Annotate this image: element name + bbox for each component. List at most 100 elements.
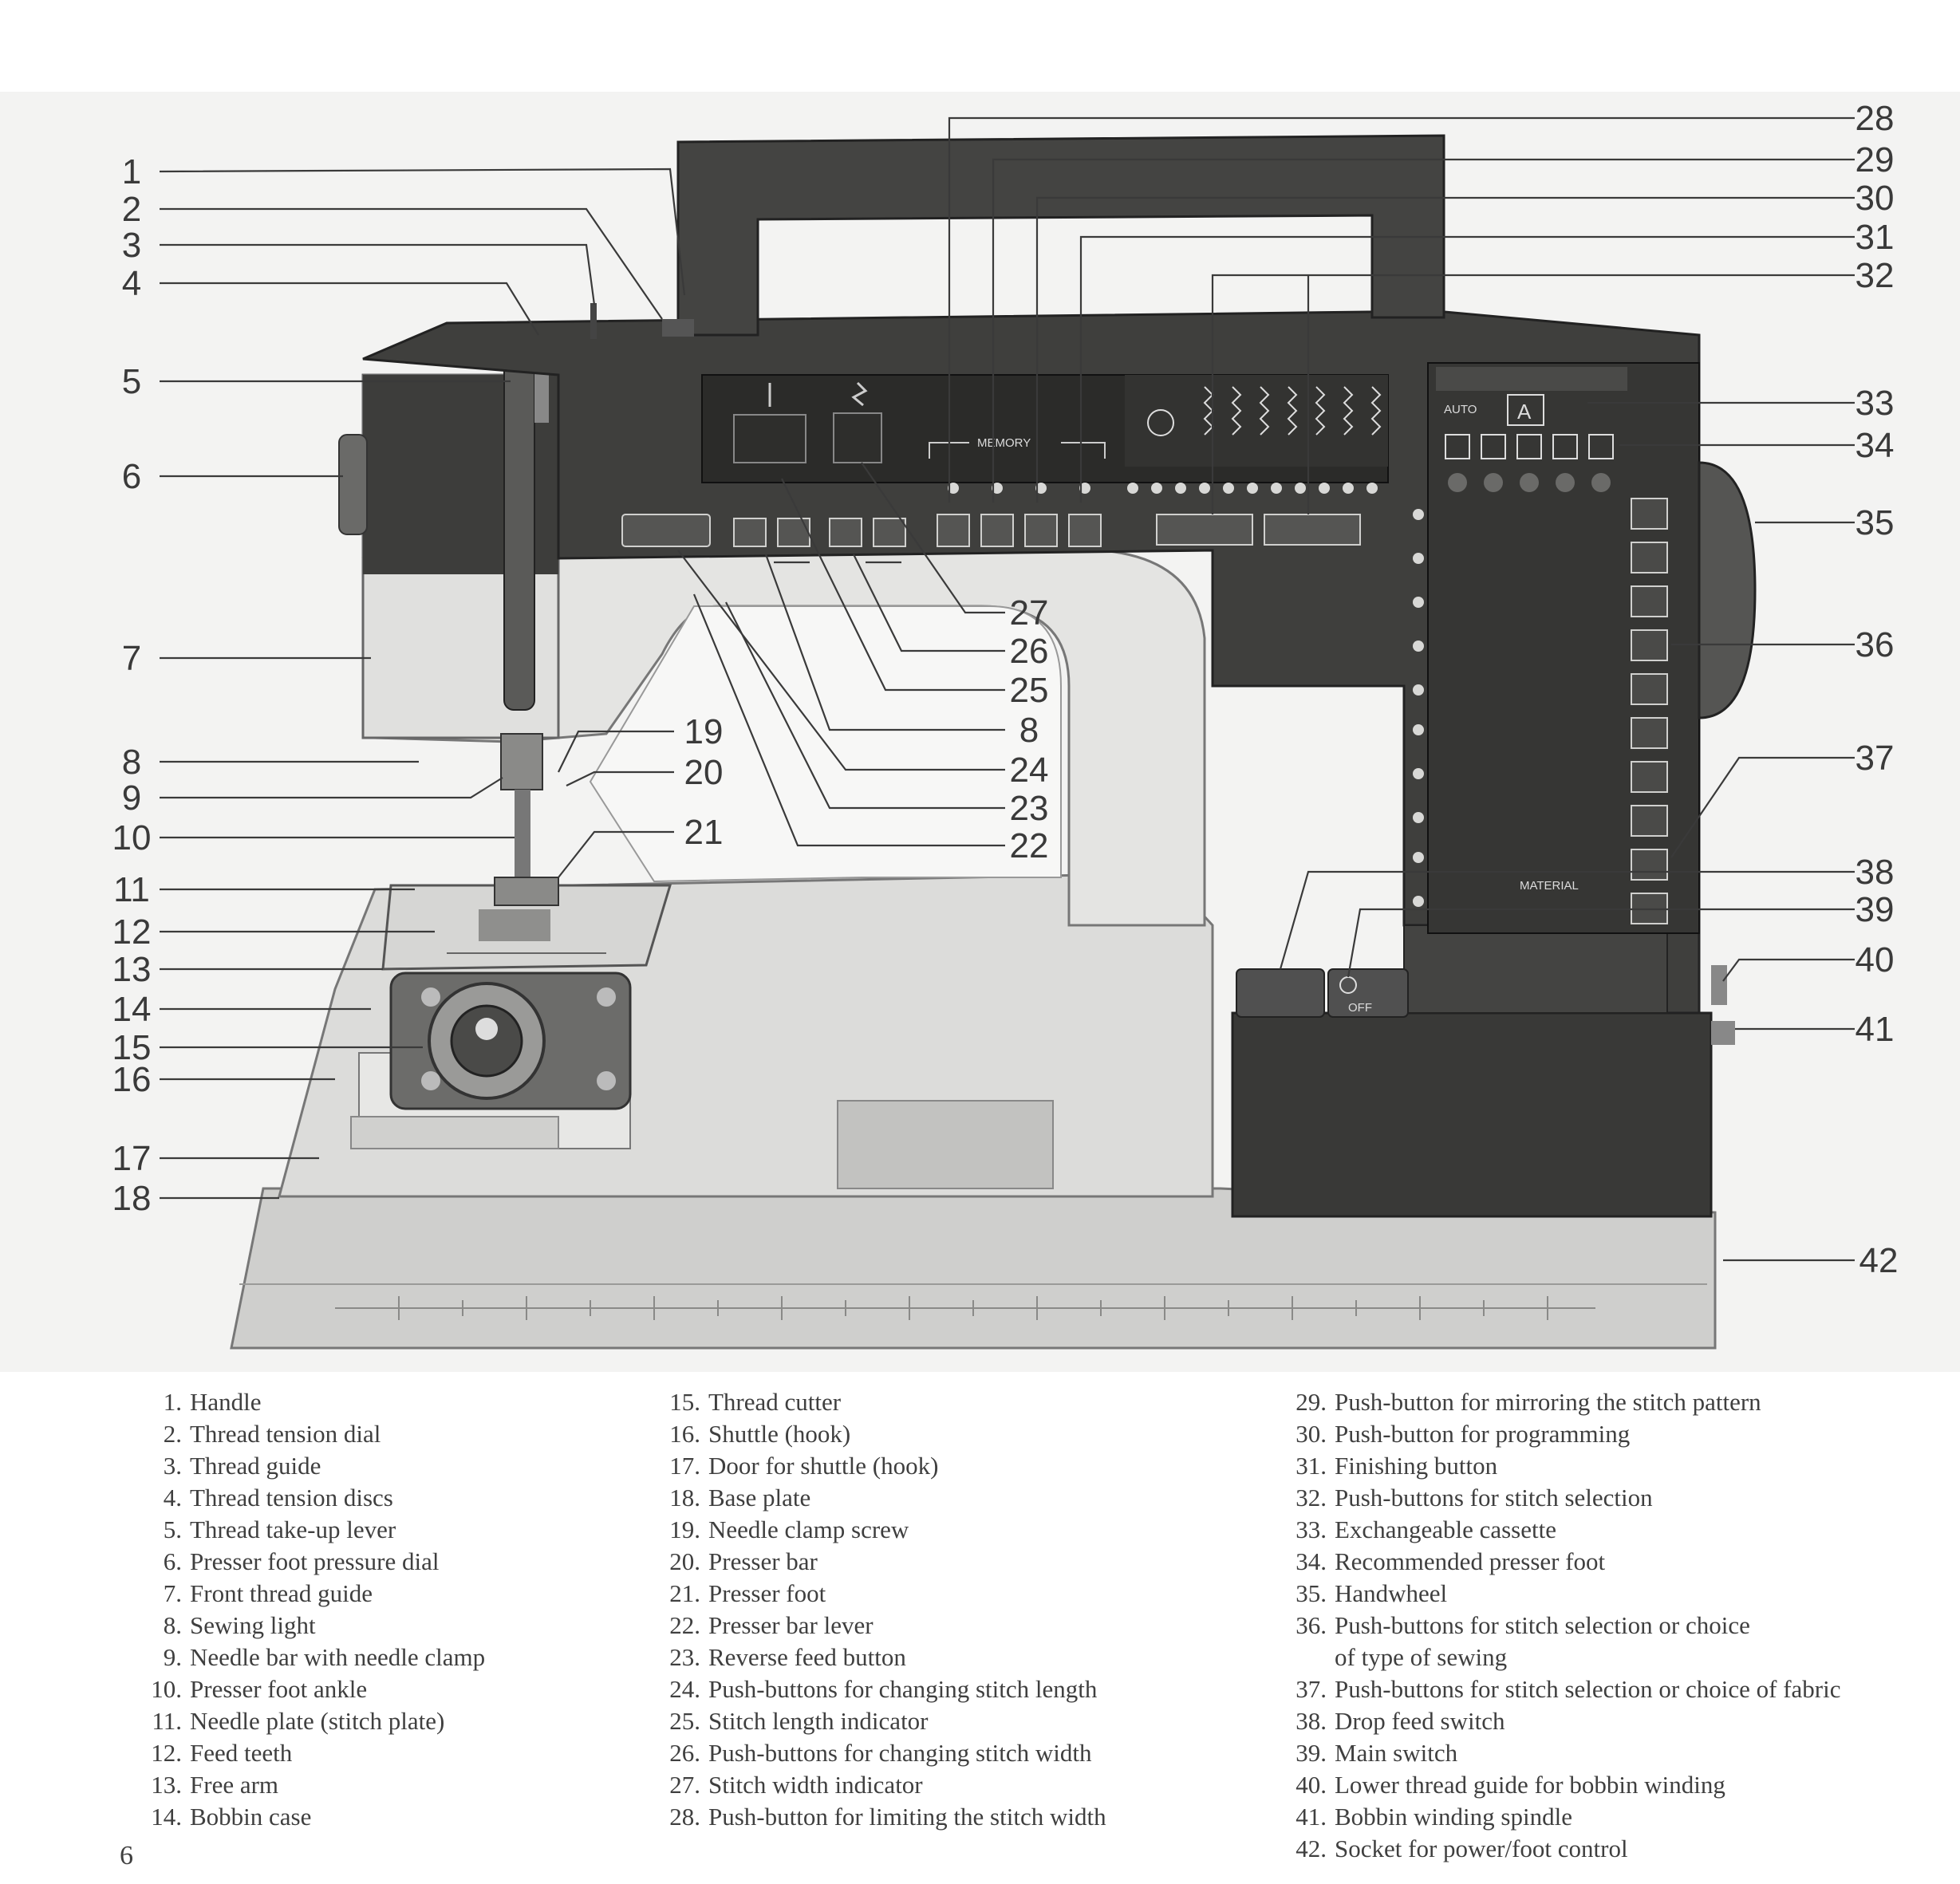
callout-3: 3: [122, 226, 141, 265]
legend-text: Bobbin winding spindle: [1335, 1803, 1572, 1831]
legend-number: 39.: [1295, 1739, 1327, 1767]
legend-text: Push-button for programming: [1335, 1420, 1631, 1448]
legend-text: Presser bar lever: [708, 1611, 874, 1639]
legend-text: Shuttle (hook): [708, 1420, 851, 1448]
legend-text: Stitch length indicator: [708, 1707, 929, 1735]
finishing-button[interactable]: [1068, 514, 1102, 547]
stitch-width-minus-button[interactable]: [873, 518, 906, 547]
legend-text: Stitch width indicator: [708, 1771, 923, 1799]
callout-16: 16: [112, 1060, 152, 1099]
callout-22: 22: [1010, 826, 1049, 865]
material-label: MATERIAL: [1520, 879, 1579, 893]
legend-text: Push-button for limiting the stitch widt…: [708, 1803, 1106, 1831]
callout-41: 41: [1855, 1010, 1895, 1049]
legend-number: 36.: [1295, 1611, 1327, 1639]
legend-text: Push-buttons for stitch selection or cho…: [1335, 1675, 1841, 1703]
legend-text: Needle clamp screw: [708, 1515, 909, 1543]
legend-number: 18.: [669, 1484, 700, 1512]
callout-30: 30: [1855, 179, 1895, 218]
callout-26: 26: [1010, 632, 1049, 671]
stitch-select-left-button[interactable]: [1156, 514, 1253, 546]
legend-number: 41.: [1295, 1803, 1327, 1831]
legend-number: 30.: [1295, 1420, 1327, 1448]
main-switch[interactable]: [1327, 968, 1409, 1018]
legend-text: Needle plate (stitch plate): [190, 1707, 445, 1735]
presser-foot-icons: [1445, 434, 1614, 459]
drop-feed-switch[interactable]: [1236, 968, 1325, 1018]
stitch-width-plus-button[interactable]: [829, 518, 862, 547]
legend-number: 13.: [151, 1771, 182, 1799]
legend-text: Push-button for mirroring the stitch pat…: [1335, 1388, 1761, 1416]
legend-text: Presser foot: [708, 1579, 826, 1607]
callout-17: 17: [112, 1139, 152, 1178]
legend-number: 28.: [669, 1803, 700, 1831]
legend-text: Push-buttons for changing stitch length: [708, 1675, 1098, 1703]
legend-text: Thread guide: [190, 1452, 321, 1480]
legend-text: Push-buttons for stitch selection: [1335, 1484, 1653, 1512]
legend-text: Socket for power/foot control: [1335, 1835, 1628, 1862]
stitch-length-minus-button[interactable]: [777, 518, 810, 547]
callout-4: 4: [122, 264, 141, 303]
callout-7: 7: [122, 639, 141, 678]
legend-number: 5.: [163, 1515, 182, 1543]
stitch-led-row: [948, 483, 1378, 494]
callout-34: 34: [1855, 426, 1895, 465]
callout-18: 18: [112, 1179, 152, 1218]
reverse-feed-button[interactable]: [621, 514, 711, 547]
legend-number: 37.: [1295, 1675, 1327, 1703]
leader-lines: [159, 116, 1855, 1262]
cassette-leds: [1413, 509, 1424, 907]
programming-button[interactable]: [1024, 514, 1058, 547]
callout-25: 25: [1010, 671, 1049, 710]
callouts-left: 1 2 3 4 5 6 7 8 9 10 11 12 13 14 15 16 1…: [112, 152, 152, 1218]
legend-number: 38.: [1295, 1707, 1327, 1735]
legend-number: 6.: [163, 1547, 182, 1575]
callout-5: 5: [122, 362, 141, 401]
stitch-length-plus-button[interactable]: [733, 518, 767, 547]
callout-20: 20: [684, 753, 724, 792]
callout-8b: 8: [1019, 711, 1039, 750]
callout-2: 2: [122, 190, 141, 229]
legend-number: 32.: [1295, 1484, 1327, 1512]
legend-number: 40.: [1295, 1771, 1327, 1799]
legend-text: Thread tension discs: [190, 1484, 393, 1512]
callout-37: 37: [1855, 739, 1895, 778]
legend-number: 14.: [151, 1803, 182, 1831]
callout-38: 38: [1855, 853, 1895, 892]
legend-number: 1.: [163, 1388, 182, 1416]
mirror-button[interactable]: [980, 514, 1014, 547]
cassette-buttons: [1631, 498, 1668, 924]
stitch-select-right-button[interactable]: [1264, 514, 1361, 546]
callout-15: 15: [112, 1028, 152, 1067]
off-label: OFF: [1348, 1001, 1372, 1015]
callout-42: 42: [1859, 1241, 1899, 1280]
legend-text: Base plate: [708, 1484, 811, 1512]
callout-12: 12: [112, 912, 152, 952]
legend-text: Finishing button: [1335, 1452, 1498, 1480]
limit-width-button[interactable]: [937, 514, 970, 547]
legend-text: Exchangeable cassette: [1335, 1515, 1556, 1543]
legend-number: 12.: [151, 1739, 182, 1767]
callout-24: 24: [1010, 751, 1049, 790]
legend-number: 17.: [669, 1452, 700, 1480]
legend-text: Handwheel: [1335, 1579, 1448, 1607]
front-buttons: [621, 514, 1361, 547]
auto-letter: A: [1517, 400, 1532, 424]
legend-text: Main switch: [1335, 1739, 1458, 1767]
callout-1: 1: [122, 152, 141, 191]
legend-text: Front thread guide: [190, 1579, 373, 1607]
legend-number: 25.: [669, 1707, 700, 1735]
callout-33: 33: [1855, 384, 1895, 423]
callout-32: 32: [1855, 256, 1895, 295]
callout-21: 21: [684, 813, 724, 852]
callout-35: 35: [1855, 503, 1895, 542]
callout-36: 36: [1855, 625, 1895, 664]
legend-number: 21.: [669, 1579, 700, 1607]
callout-29: 29: [1855, 140, 1895, 179]
legend-text: Presser foot pressure dial: [190, 1547, 440, 1575]
legend-number: 24.: [669, 1675, 700, 1703]
legend-text: Thread take-up lever: [190, 1515, 396, 1543]
legend-number: 16.: [669, 1420, 700, 1448]
legend-text: Lower thread guide for bobbin winding: [1335, 1771, 1725, 1799]
callout-39: 39: [1855, 890, 1895, 929]
